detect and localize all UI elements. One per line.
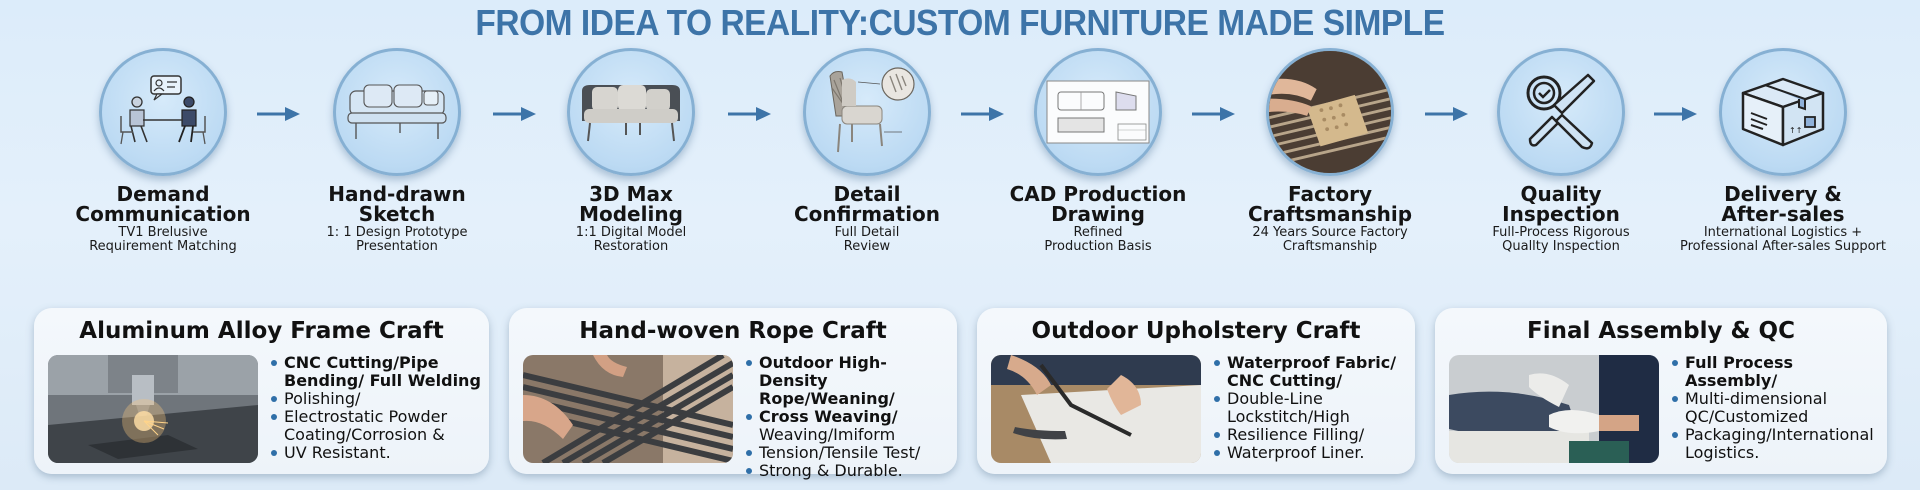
craft-card-aluminum-frame: Aluminum Alloy Frame Craft CNC Cutting/P…: [34, 308, 489, 474]
bullet-item: Packaging/International: [1671, 426, 1881, 444]
cnc-laser-cutting-photo: [48, 355, 258, 463]
bullet-item: Weaving/Imiform: [759, 425, 896, 444]
craft-card-title: Hand-woven Rope Craft: [579, 318, 887, 344]
bullet-item: Polishing/: [270, 390, 483, 408]
bullet-item: Coating/Corrosion &: [284, 425, 445, 444]
page-title: FROM IDEA TO REALITY:CUSTOM FURNITURE MA…: [475, 2, 1445, 43]
bullet-item: Cross Weaving/: [745, 408, 951, 426]
craft-card-upholstery: Outdoor Upholstery Craft Waterproof Fabr…: [977, 308, 1415, 474]
bullet-item: Strong & Durable.: [745, 462, 951, 480]
craft-bullet-list: Full Process Assembly/ Multi-dimensional…: [1671, 354, 1881, 462]
inspection-tools-icon: [1497, 48, 1625, 176]
bullet-item: Waterproof Fabric/: [1213, 354, 1409, 372]
bullet-item: Logistics.: [1685, 443, 1760, 462]
bullet-item: Tension/Tensile Test/: [745, 444, 951, 462]
bullet-item: Bending/ Full Welding: [284, 371, 481, 390]
arrow-right-icon: [961, 107, 1004, 121]
bullet-item: CNC Cutting/: [1227, 371, 1343, 390]
arrow-right-icon: [1425, 107, 1468, 121]
chair-detail-icon: [803, 48, 931, 176]
bullet-item: Double-Line: [1213, 390, 1409, 408]
step-description: International Logistics +Professional Af…: [1680, 225, 1886, 254]
svg-text:↑↑: ↑↑: [1789, 126, 1802, 135]
bullet-item: Outdoor High-Density: [745, 354, 951, 390]
craft-card-title: Outdoor Upholstery Craft: [1031, 318, 1361, 344]
step-delivery-after-sales: ↑↑ Delivery &After-sales International L…: [1668, 48, 1898, 254]
bullet-item: Full Process: [1671, 354, 1881, 372]
package-box-icon: ↑↑: [1719, 48, 1847, 176]
arrow-right-icon: [493, 107, 536, 121]
craft-bullet-list: Outdoor High-Density Rope/Weaning/ Cross…: [745, 354, 951, 480]
arrow-right-icon: [257, 107, 300, 121]
arrow-right-icon: [1192, 107, 1235, 121]
craft-card-final-assembly-qc: Final Assembly & QC Full Process Assembl…: [1435, 308, 1887, 474]
bullet-item: Waterproof Liner.: [1213, 444, 1409, 462]
arrow-right-icon: [1654, 107, 1697, 121]
bullet-item: QC/Customized: [1685, 407, 1809, 426]
bullet-item: Lockstitch/High: [1227, 407, 1350, 426]
craft-card-title: Final Assembly & QC: [1527, 318, 1795, 344]
bullet-item: Rope/Weaning/: [759, 389, 895, 408]
assembly-gloves-photo: [1449, 355, 1659, 463]
step-title: Delivery &After-sales: [1721, 182, 1845, 226]
weaving-photo-icon: [1266, 48, 1394, 176]
bullet-item: CNC Cutting/Pipe: [270, 354, 483, 372]
bullet-item: Electrostatic Powder: [270, 408, 483, 426]
bullet-item: UV Resistant.: [270, 444, 483, 462]
craft-bullet-list: CNC Cutting/Pipe Bending/ Full Welding P…: [270, 354, 483, 462]
sofa-sketch-icon: [333, 48, 461, 176]
meeting-icon: [99, 48, 227, 176]
bullet-item: Resilience Filling/: [1213, 426, 1409, 444]
fabric-cutting-photo: [991, 355, 1201, 463]
bullet-item: Assembly/: [1685, 371, 1778, 390]
craft-card-rope-weaving: Hand-woven Rope Craft Outdoor High-Densi…: [509, 308, 957, 480]
rope-weaving-photo: [523, 355, 733, 463]
arrow-right-icon: [728, 107, 771, 121]
cad-drawing-icon: [1034, 48, 1162, 176]
bullet-item: Multi-dimensional: [1671, 390, 1881, 408]
craft-card-title: Aluminum Alloy Frame Craft: [79, 318, 444, 344]
craft-bullet-list: Waterproof Fabric/ CNC Cutting/ Double-L…: [1213, 354, 1409, 462]
sofa-3d-icon: [567, 48, 695, 176]
